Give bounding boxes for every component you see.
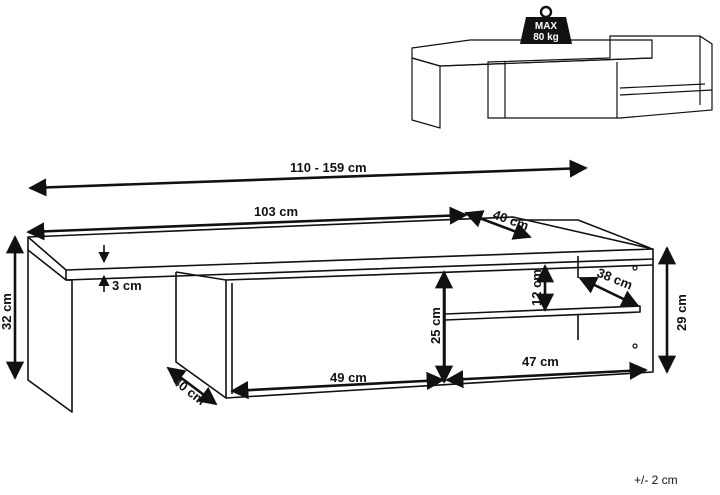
arrow-base-depth	[166, 366, 218, 406]
label-compartment-width: 49 cm	[330, 370, 367, 385]
cam-lock-holes	[632, 265, 638, 349]
arrow-total-width	[28, 159, 588, 197]
weight-label-kg: 80 kg	[533, 32, 559, 43]
label-shelf-width: 47 cm	[522, 354, 559, 369]
weight-label-max: MAX	[535, 21, 558, 32]
weight-icon	[520, 5, 572, 44]
label-total-width: 110 - 159 cm	[290, 160, 367, 175]
arrow-top-depth	[464, 210, 532, 240]
label-top-thickness: 3 cm	[112, 278, 142, 293]
label-right-height: 29 cm	[674, 294, 689, 331]
label-top-width: 103 cm	[254, 204, 298, 219]
thumbnail-table	[411, 35, 713, 129]
label-left-height: 32 cm	[0, 293, 14, 330]
arrow-top-width	[26, 206, 468, 241]
label-shelf-gap: 12 cm	[529, 269, 544, 306]
dimension-arrows	[5, 159, 677, 406]
label-tolerance: +/- 2 cm	[634, 473, 678, 487]
arrow-shelf-depth	[578, 276, 640, 308]
arrow-shelf-width	[445, 361, 648, 389]
arrow-compartment-width	[230, 371, 445, 400]
label-inner-height: 25 cm	[428, 307, 443, 344]
label-base-depth: 40 cm	[170, 374, 208, 409]
